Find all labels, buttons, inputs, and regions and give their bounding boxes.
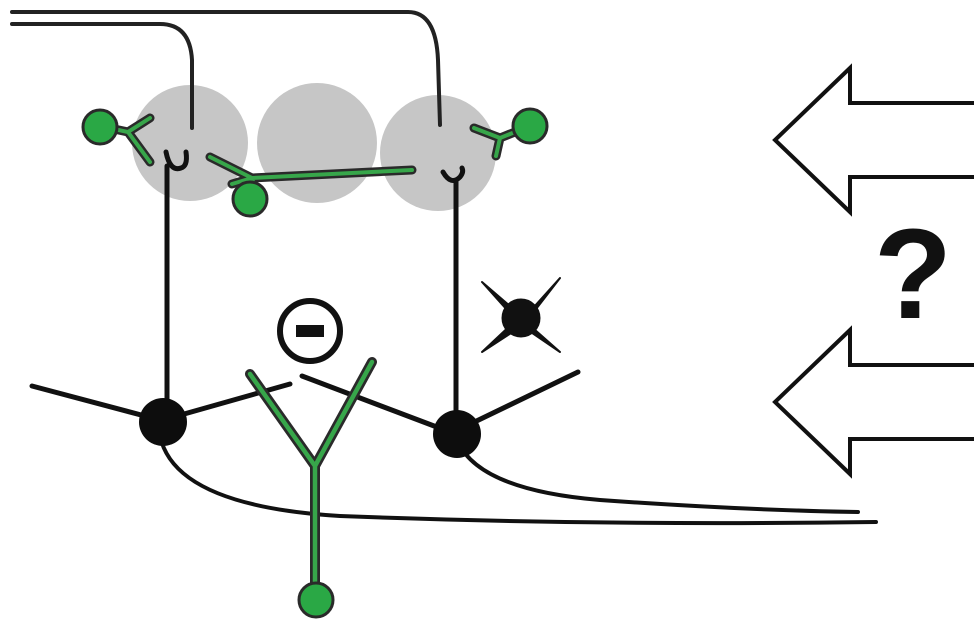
arrows xyxy=(772,63,974,479)
granule-cell-body xyxy=(247,359,375,591)
axon-left xyxy=(158,434,878,526)
somata xyxy=(139,398,481,458)
pg-cell-right xyxy=(469,107,549,161)
lateral-dendrite-right-outer xyxy=(459,369,581,431)
star-cell-spikes xyxy=(481,277,561,353)
glomerulus-left xyxy=(132,85,248,201)
input-fiber-left xyxy=(10,22,194,130)
input-fiber-right xyxy=(10,10,442,127)
primary-dendrites xyxy=(164,163,459,431)
arrow-top[interactable] xyxy=(772,63,974,217)
lateral-dendrite-left-outer xyxy=(29,383,163,423)
input-fibers xyxy=(10,10,442,130)
lateral-dendrites xyxy=(29,369,581,435)
question-mark: ? xyxy=(874,203,952,346)
dendrite-cup-right xyxy=(440,165,466,183)
glomerulus-right xyxy=(380,95,496,211)
inhibition-symbol xyxy=(277,298,343,364)
pg-cell-left xyxy=(81,108,155,167)
inhibition-minus xyxy=(296,325,324,337)
axon-right xyxy=(456,440,860,514)
arrow-bottom[interactable] xyxy=(772,325,974,479)
lateral-dendrite-left-inner xyxy=(167,381,293,421)
soma-left xyxy=(139,398,187,446)
pg-cell-left-soma xyxy=(81,108,119,146)
periglomerular-process xyxy=(205,152,417,218)
soma-right xyxy=(433,410,481,458)
dendrite-cup-left xyxy=(163,149,189,172)
granule-cell xyxy=(245,357,377,619)
star-cell xyxy=(481,277,561,353)
lateral-dendrite-right-inner xyxy=(299,373,453,435)
granule-cell-soma xyxy=(297,581,335,619)
dendritic-cups xyxy=(163,149,466,183)
axons xyxy=(158,434,878,526)
process-body xyxy=(208,155,414,196)
glomeruli xyxy=(132,83,496,211)
process-soma xyxy=(231,180,269,218)
glomerulus-middle xyxy=(257,83,377,203)
pg-cell-right-soma xyxy=(511,107,549,145)
star-cell-body xyxy=(501,298,541,338)
